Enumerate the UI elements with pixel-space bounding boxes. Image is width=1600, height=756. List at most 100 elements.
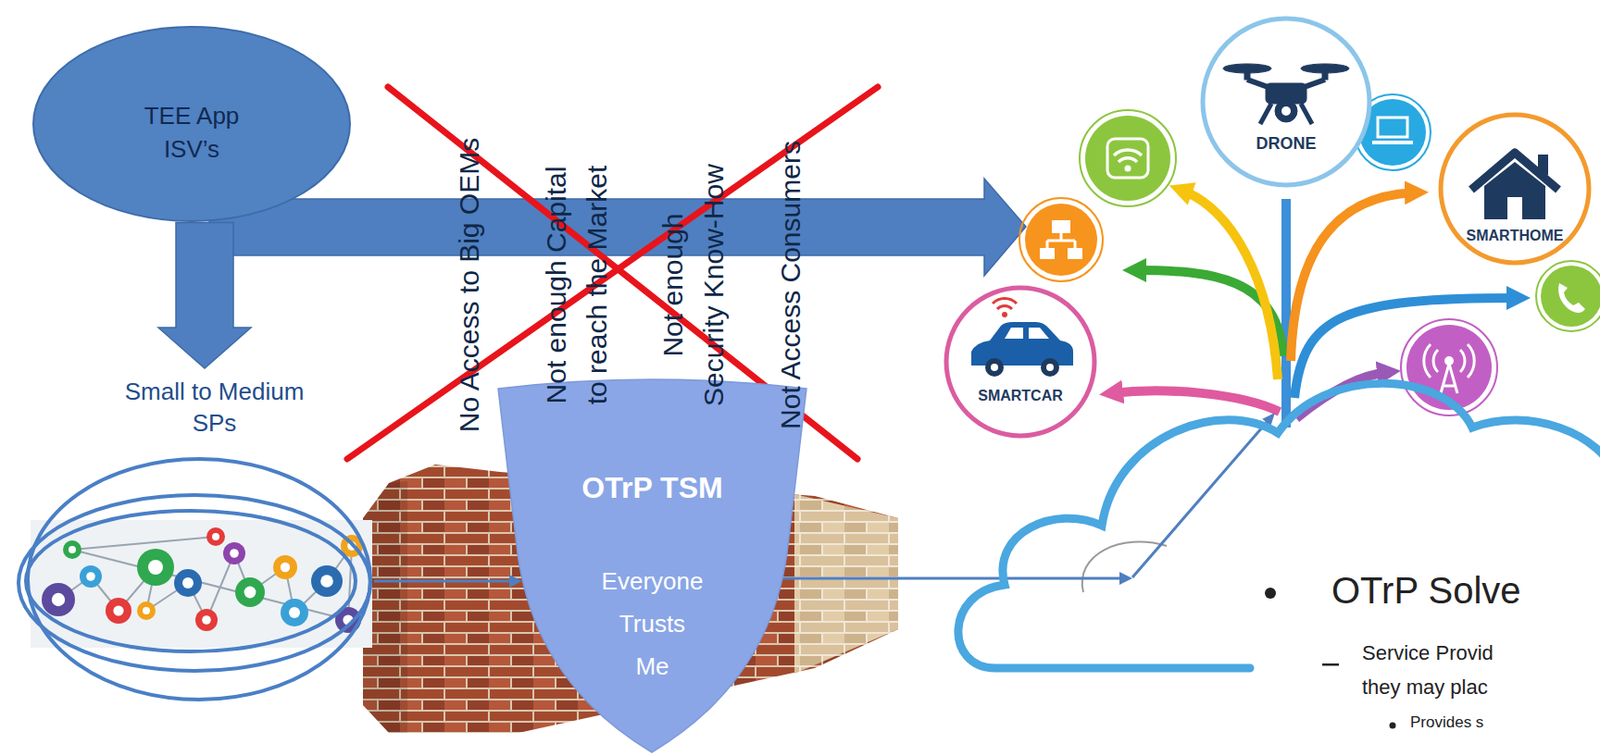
- illustration-part: [229, 549, 239, 559]
- illustration-part: [72, 537, 216, 550]
- illustration-part: [1484, 162, 1546, 220]
- illustration-part: [1111, 390, 1280, 413]
- illustration-part: [148, 560, 163, 575]
- illustration-part: [1047, 233, 1075, 249]
- wifi-icon: [1079, 110, 1176, 207]
- illustration-part: [273, 555, 298, 580]
- illustration-part: [311, 565, 343, 598]
- illustration-part: [235, 577, 265, 608]
- illustration-part: [142, 607, 150, 615]
- barrier-label: Not Access Consumers: [770, 109, 812, 462]
- cloud-inner-arc: [1082, 542, 1167, 593]
- illustration-part: [280, 562, 290, 573]
- illustration-part: [25, 511, 356, 652]
- sp-group: Small to Medium SPs: [16, 368, 378, 713]
- flow-arrow-line: [782, 577, 1120, 581]
- illustration-part: [79, 565, 102, 588]
- illustration-part: [51, 593, 65, 607]
- barrier-label: No Access to Big OEMs: [449, 109, 490, 462]
- illustration-part: [1079, 110, 1176, 207]
- illustration-part: [174, 569, 202, 598]
- shield-node-shape: [498, 377, 807, 753]
- flow-arrow: [782, 572, 1133, 586]
- group-heading: Small to Medium SPs: [114, 375, 314, 439]
- device-name: SMARTCAR: [943, 387, 1098, 406]
- illustration-part: [1051, 220, 1071, 234]
- illustration-part: [58, 537, 352, 621]
- illustration-part: [1558, 283, 1586, 313]
- illustration-part: [971, 298, 1074, 377]
- node-title: TEE App ISV’s: [122, 99, 262, 166]
- flow-arrow-line: [374, 580, 510, 584]
- illustration-part: [1540, 265, 1600, 327]
- illustration-part: [1001, 312, 1008, 318]
- illustration-part: [244, 587, 257, 600]
- illustration-part: [112, 605, 124, 616]
- illustration-part: [1202, 18, 1370, 186]
- illustration-part: [992, 298, 1017, 310]
- illustration-part: [985, 358, 1004, 377]
- device-name: SMARTHOME: [1437, 226, 1592, 246]
- illustration-part: [137, 549, 175, 587]
- illustration-part: [206, 527, 225, 547]
- illustration-part: [223, 542, 246, 565]
- illustration-part: [1372, 140, 1413, 145]
- illustration-part: [498, 379, 807, 753]
- illustration-part: [18, 459, 371, 700]
- illustration-part: [1004, 327, 1050, 339]
- illustration-part: [1296, 372, 1389, 419]
- illustration-part: [41, 583, 75, 617]
- illustration-part: [1125, 165, 1132, 173]
- flow-arrow: [374, 575, 523, 588]
- shield-body: Everyone Trusts Me: [601, 560, 704, 688]
- illustration-part: [1264, 587, 1276, 600]
- illustration-part: [1025, 203, 1098, 276]
- illustration-part: [1290, 192, 1417, 362]
- illustration-part: [971, 322, 1074, 366]
- iot-circle: SMARTHOME: [1437, 112, 1592, 266]
- bullet-subtext: Provides s: [1410, 713, 1484, 733]
- bullet-text: Service Provid they may plac: [1362, 636, 1529, 705]
- illustration-part: [1067, 248, 1083, 260]
- bullet-heading: OTrP Solve: [1331, 569, 1522, 613]
- illustration-part: [1440, 363, 1458, 394]
- iot-circle: SMARTCAR: [943, 285, 1098, 439]
- illustration-part: [320, 575, 334, 588]
- illustration-part: [1180, 189, 1278, 380]
- iot-circle-shape: [1199, 14, 1374, 189]
- ellipse-node: TEE App ISV’s: [31, 25, 352, 224]
- illustration-part: [1281, 199, 1291, 428]
- illustration-part: [1085, 115, 1171, 201]
- illustration-part: [33, 26, 350, 222]
- market-arrow: [209, 178, 1026, 276]
- illustration-part: [1389, 723, 1397, 730]
- illustration-part: [280, 599, 309, 627]
- network-icon: [1019, 198, 1103, 282]
- illustration-part: [1223, 63, 1350, 125]
- iot-circle: DRONE: [1199, 14, 1374, 189]
- illustration-part: [18, 495, 371, 672]
- illustration-part: [1377, 117, 1408, 138]
- arrow-head: [1119, 572, 1133, 586]
- illustration-part: [86, 572, 96, 582]
- illustration-part: [1444, 356, 1454, 366]
- illustration-part: [288, 607, 300, 619]
- illustration-part: [1046, 363, 1054, 372]
- illustration-part: [68, 546, 76, 554]
- illustration-part: [201, 615, 212, 625]
- illustration-part: [195, 609, 218, 632]
- illustration-part: [1113, 150, 1142, 163]
- illustration-part: [946, 287, 1095, 437]
- illustration-part: [137, 601, 156, 621]
- illustration-part: [794, 494, 899, 675]
- arrow-head: [509, 575, 523, 588]
- phone-icon: [1536, 261, 1600, 332]
- illustration-part: [212, 533, 220, 541]
- illustration-part: [1537, 154, 1549, 175]
- block-arrow: [158, 223, 251, 369]
- device-name: DRONE: [1199, 133, 1374, 154]
- shield-node: OTrP TSMEveryone Trusts Me: [498, 377, 807, 753]
- barrier-label: Not enough Security Know-How: [652, 162, 735, 409]
- illustration-part: [1471, 152, 1559, 220]
- illustration-part: [105, 598, 132, 625]
